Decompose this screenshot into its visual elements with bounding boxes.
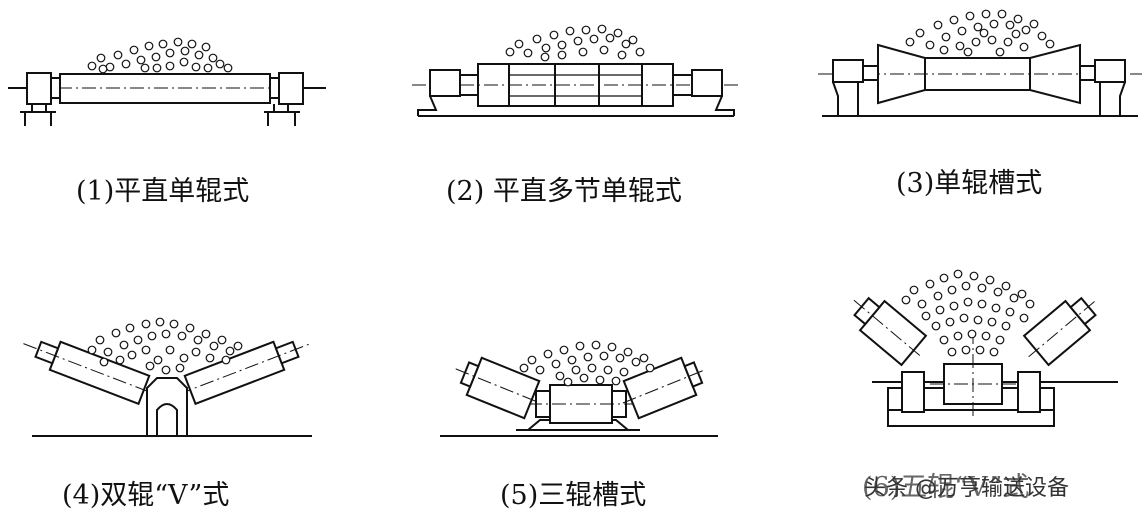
caption-fig6: (6)五辊“V”式: [862, 472, 1030, 503]
caption-fig3: (3)单辊槽式: [896, 168, 1043, 199]
caption-fig4: (4)双辊“V”式: [62, 480, 230, 511]
material-pile: [87, 37, 233, 74]
caption-fig5: (5)三辊槽式: [500, 480, 647, 511]
material-pile: [505, 24, 645, 62]
diagram-three-roller-trough: [440, 340, 718, 437]
material-pile: [87, 317, 243, 375]
watermark-text: 头条 @万亨输送设备: [864, 476, 1069, 501]
diagram-single-roller-trough: [818, 9, 1142, 117]
caption-fig1: (1)平直单辊式: [76, 176, 250, 207]
material-pile: [519, 340, 655, 387]
diagram-five-roller-v: [853, 269, 1118, 427]
diagram-flat-single-roller: [8, 37, 326, 126]
diagram-double-roller-v: [23, 317, 312, 437]
material-pile: [905, 9, 1055, 57]
material-pile: [901, 269, 1035, 357]
caption-fig2: (2) 平直多节单辊式: [446, 176, 682, 207]
diagram-flat-multi-section-roller: [412, 24, 740, 117]
